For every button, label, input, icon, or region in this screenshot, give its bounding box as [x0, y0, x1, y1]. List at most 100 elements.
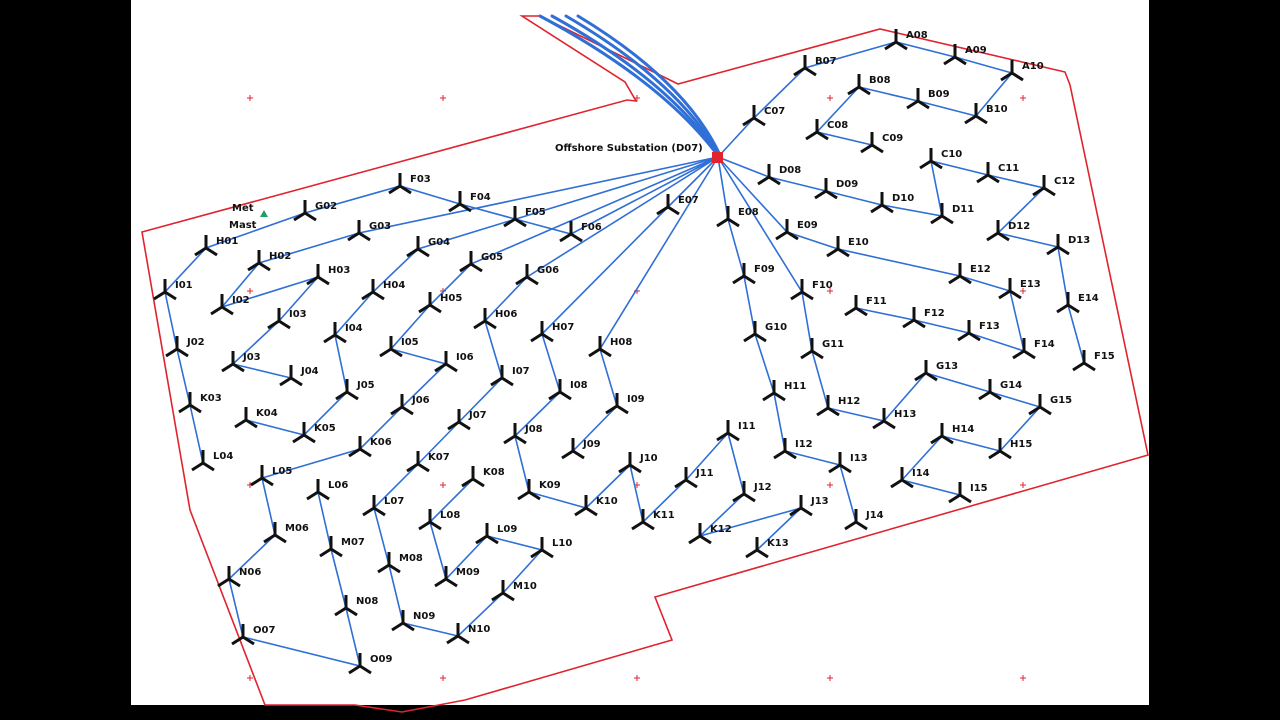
turbine-icon — [547, 377, 573, 401]
turbine-label: J08 — [524, 424, 543, 435]
turbine: J09 — [560, 436, 601, 460]
turbine-icon — [655, 192, 681, 216]
turbine-icon — [929, 201, 955, 225]
substation-icon — [712, 152, 723, 163]
turbine-icon — [843, 507, 869, 531]
turbine-label: J10 — [639, 453, 658, 464]
turbine-label: I14 — [912, 468, 930, 479]
turbine: L04 — [190, 448, 233, 472]
turbine: G10 — [742, 319, 787, 343]
array-cable-string — [717, 156, 857, 523]
turbine-icon — [347, 434, 373, 458]
turbine: K10 — [573, 493, 618, 517]
turbine: H08 — [587, 334, 632, 358]
turbine-icon — [889, 465, 915, 489]
turbine-label: E10 — [848, 237, 869, 248]
turbine: I14 — [889, 465, 930, 489]
turbine-icon — [742, 319, 768, 343]
turbine: J07 — [446, 407, 487, 431]
turbine-icon — [975, 160, 1001, 184]
turbine: N10 — [445, 621, 490, 645]
turbine-icon — [947, 480, 973, 504]
grid-marker — [827, 95, 833, 101]
turbine: C08 — [804, 117, 848, 141]
turbine-icon — [846, 72, 872, 96]
substation: Offshore Substation (D07) — [555, 143, 723, 163]
turbine: M08 — [376, 550, 423, 574]
turbine-icon — [347, 651, 373, 675]
turbine: G11 — [799, 336, 844, 360]
turbine: I07 — [489, 363, 530, 387]
met-mast-label-2: Mast — [229, 220, 257, 231]
turbine-label: O09 — [370, 654, 392, 665]
turbine-label: J06 — [411, 395, 430, 406]
turbine: E09 — [774, 217, 818, 241]
turbine: I06 — [433, 349, 474, 373]
turbine-icon — [999, 58, 1025, 82]
turbine-label: H11 — [784, 381, 806, 392]
turbine-icon — [587, 334, 613, 358]
grid-marker — [1020, 288, 1026, 294]
turbine: K06 — [347, 434, 392, 458]
turbine-icon — [799, 336, 825, 360]
turbine: G04 — [405, 234, 450, 258]
turbine: I08 — [547, 377, 588, 401]
turbine-label: K06 — [370, 437, 392, 448]
turbine: H15 — [987, 436, 1032, 460]
turbine-label: I13 — [850, 453, 868, 464]
turbine-label: E12 — [970, 264, 991, 275]
turbine-icon — [220, 349, 246, 373]
turbine-icon — [177, 390, 203, 414]
turbine-label: D10 — [892, 193, 914, 204]
turbine-label: G13 — [936, 361, 958, 372]
turbine-label: F15 — [1094, 351, 1115, 362]
turbine-icon — [772, 436, 798, 460]
turbine-label: J07 — [468, 410, 487, 421]
turbine-label: J02 — [186, 337, 205, 348]
turbine: F14 — [1011, 336, 1055, 360]
site-boundary — [141, 15, 1149, 713]
turbine-label: F05 — [525, 207, 546, 218]
turbine-label: I15 — [970, 483, 988, 494]
turbine: G03 — [346, 218, 391, 242]
turbine-label: L09 — [497, 524, 517, 535]
turbine-icon — [869, 190, 895, 214]
turbine: J05 — [334, 377, 375, 401]
turbine: K12 — [687, 521, 732, 545]
turbine: H05 — [417, 290, 462, 314]
turbines: A08A09A10B07B08B09B10C07C08C09C10C11C12D… — [152, 27, 1115, 675]
turbine-label: I06 — [456, 352, 474, 363]
turbine: B07 — [792, 53, 837, 77]
grid-marker — [247, 95, 253, 101]
grid-marker — [1020, 482, 1026, 488]
turbine: C10 — [918, 146, 962, 170]
turbine: D10 — [869, 190, 914, 214]
turbine: O07 — [230, 622, 275, 646]
turbine-label: O07 — [253, 625, 275, 636]
turbine-label: G11 — [822, 339, 844, 350]
turbine-label: J09 — [582, 439, 601, 450]
turbine: L07 — [361, 493, 404, 517]
turbine: F11 — [843, 293, 887, 317]
turbine-label: J12 — [753, 482, 772, 493]
turbine-icon — [929, 421, 955, 445]
turbine-label: D09 — [836, 179, 858, 190]
turbine-icon — [164, 334, 190, 358]
turbine: F06 — [558, 219, 602, 243]
grid-marker — [1020, 675, 1026, 681]
turbine-label: E08 — [738, 207, 759, 218]
turbine-icon — [741, 103, 767, 127]
turbine: N06 — [216, 564, 261, 588]
turbine-label: C08 — [827, 120, 848, 131]
turbine: J03 — [220, 349, 261, 373]
turbine: G13 — [913, 358, 958, 382]
turbine: I03 — [266, 306, 307, 330]
turbine-icon — [278, 363, 304, 387]
turbine-label: J14 — [865, 510, 884, 521]
turbine-label: G15 — [1050, 395, 1072, 406]
turbine-label: N09 — [413, 611, 435, 622]
turbine-icon — [417, 507, 443, 531]
turbine-label: K07 — [428, 452, 450, 463]
turbine-label: L04 — [213, 451, 233, 462]
